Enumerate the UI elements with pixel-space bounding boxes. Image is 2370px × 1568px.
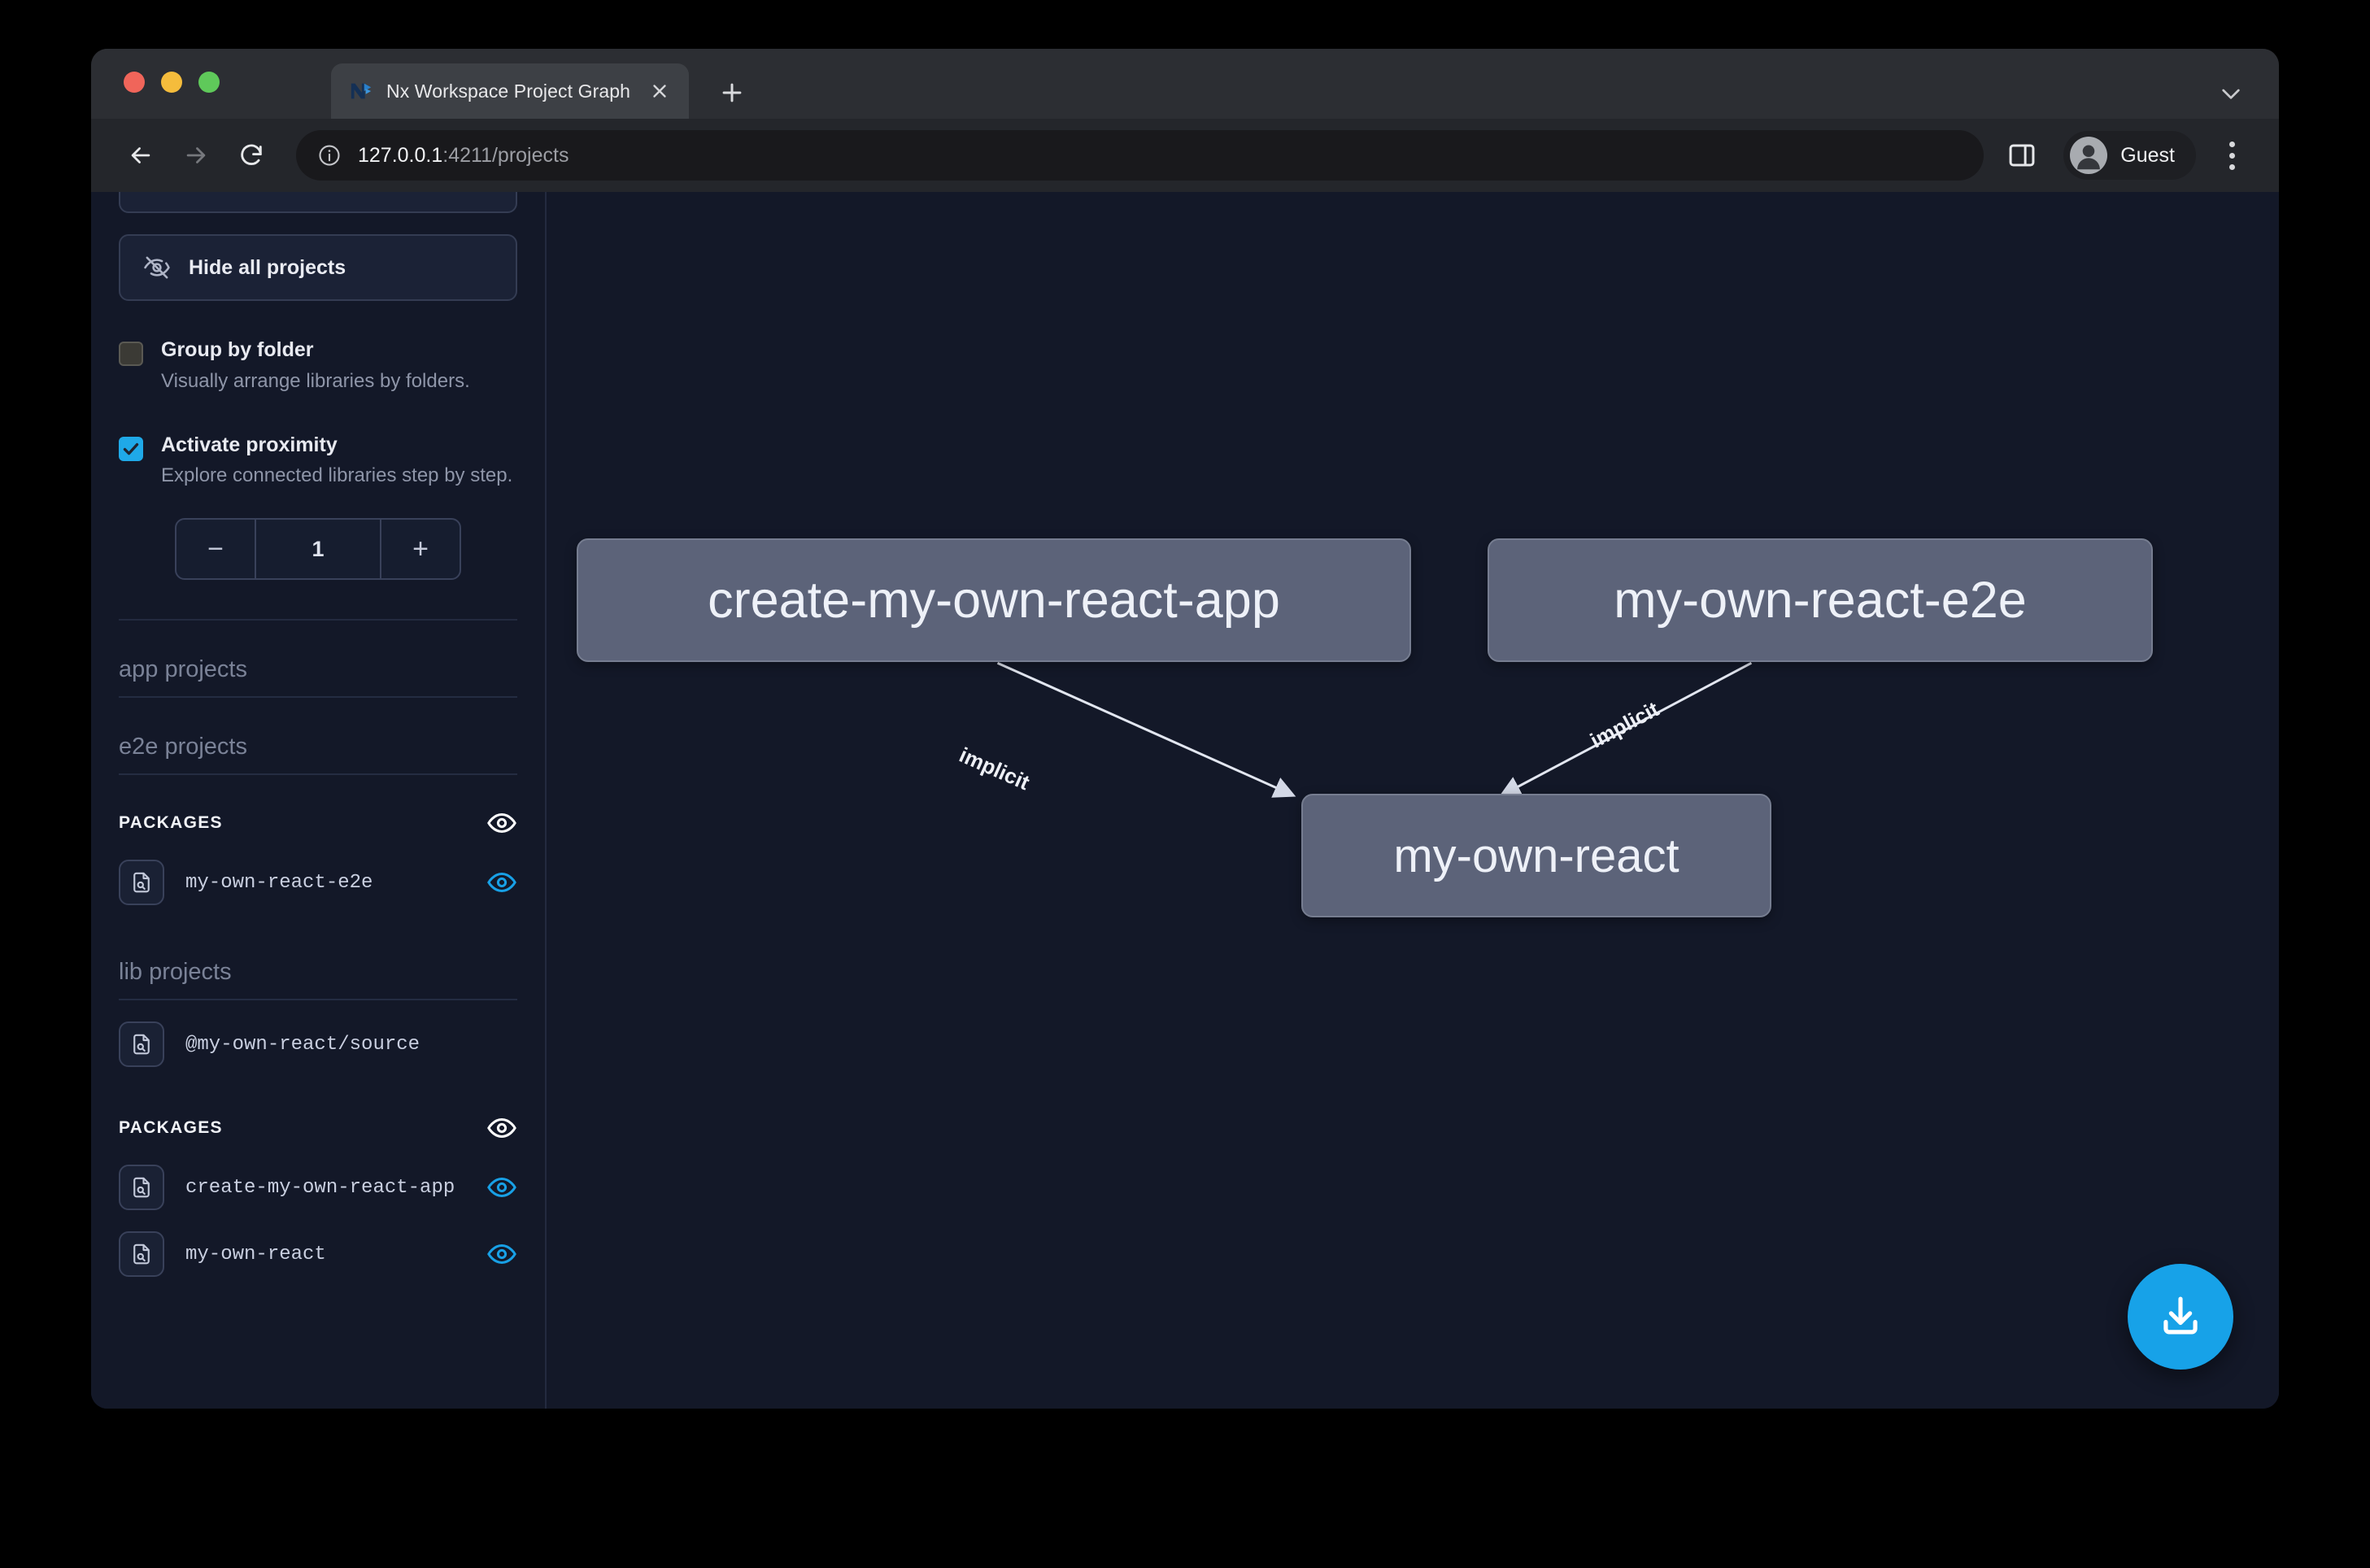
option-activate-proximity[interactable]: Activate proximity Explore connected lib… — [119, 432, 517, 491]
graph-edges — [996, 661, 1753, 798]
window-minimize-button[interactable] — [161, 72, 182, 93]
download-button[interactable] — [2128, 1264, 2233, 1370]
proximity-decrement-button[interactable]: − — [176, 520, 256, 579]
browser-tab[interactable]: Nx Workspace Project Graph — [331, 63, 689, 119]
section-heading-lib-projects: lib projects — [119, 923, 517, 1001]
activate-proximity-label: Activate proximity — [161, 433, 338, 456]
project-row[interactable]: my-own-react — [119, 1210, 517, 1278]
url-host: 127.0.0.1 — [358, 143, 443, 167]
proximity-stepper: − 1 + — [175, 518, 461, 581]
proximity-value: 1 — [311, 536, 325, 561]
back-arrow-icon[interactable] — [115, 130, 166, 181]
forward-arrow-icon[interactable] — [171, 130, 221, 181]
nx-logo-icon — [349, 79, 373, 103]
window-close-button[interactable] — [124, 72, 145, 93]
sidebar: Show all projects Hide all projects — [91, 192, 547, 1409]
info-circle-icon[interactable] — [317, 143, 342, 168]
browser-window: Nx Workspace Project Graph — [91, 49, 2279, 1409]
hide-all-projects-button[interactable]: Hide all projects — [119, 234, 517, 301]
three-dots-vertical-icon[interactable] — [2215, 134, 2248, 176]
eye-icon[interactable] — [486, 1172, 517, 1203]
project-row[interactable]: my-own-react-e2e — [119, 838, 517, 906]
project-graph-canvas[interactable]: implicit implicit create-my-own-react-ap… — [547, 192, 2279, 1409]
eye-off-icon — [143, 254, 171, 281]
side-panel-icon[interactable] — [2006, 140, 2037, 171]
packages-group-header[interactable]: PACKAGES — [119, 1067, 517, 1143]
sidebar-divider — [119, 619, 517, 621]
section-heading-e2e-projects: e2e projects — [119, 698, 517, 776]
edge-my-own-react-e2e-to-my-own-react — [1498, 661, 1753, 797]
group-by-folder-description: Visually arrange libraries by folders. — [161, 369, 470, 392]
chevron-down-icon[interactable] — [2217, 80, 2245, 107]
project-name: my-own-react-e2e — [185, 871, 373, 894]
address-bar[interactable]: 127.0.0.1:4211/projects — [296, 130, 1984, 181]
profile-button[interactable]: Guest — [2063, 131, 2196, 180]
proximity-increment-button[interactable]: + — [380, 520, 460, 579]
window-controls — [124, 72, 220, 93]
eye-icon — [143, 192, 171, 194]
option-group-by-folder[interactable]: Group by folder Visually arrange librari… — [119, 337, 517, 396]
eye-icon[interactable] — [486, 867, 517, 898]
project-row[interactable]: create-my-own-react-app — [119, 1143, 517, 1211]
hide-all-projects-label: Hide all projects — [189, 255, 346, 279]
browser-toolbar: 127.0.0.1:4211/projects Guest — [91, 119, 2279, 192]
project-name: create-my-own-react-app — [185, 1176, 455, 1199]
eye-icon[interactable] — [486, 808, 517, 838]
graph-node-create-my-own-react-app[interactable]: create-my-own-react-app — [577, 538, 1411, 662]
show-all-projects-button[interactable]: Show all projects — [119, 192, 517, 213]
project-name: my-own-react — [185, 1243, 326, 1265]
tab-strip: Nx Workspace Project Graph — [91, 49, 2279, 119]
profile-label: Guest — [2120, 143, 2175, 167]
download-icon — [2163, 1296, 2198, 1335]
file-search-icon — [119, 1231, 164, 1278]
activate-proximity-description: Explore connected libraries step by step… — [161, 464, 513, 487]
file-search-icon — [119, 1021, 164, 1068]
file-search-icon — [119, 1165, 164, 1211]
window-maximize-button[interactable] — [198, 72, 220, 93]
page-content: Show all projects Hide all projects — [91, 192, 2279, 1409]
activate-proximity-checkbox[interactable] — [119, 436, 143, 461]
group-by-folder-checkbox[interactable] — [119, 342, 143, 366]
eye-icon[interactable] — [486, 1113, 517, 1143]
close-icon[interactable] — [647, 78, 673, 104]
packages-label: PACKAGES — [119, 813, 223, 833]
project-name: @my-own-react/source — [185, 1033, 420, 1056]
file-search-icon — [119, 860, 164, 906]
section-heading-app-projects: app projects — [119, 621, 517, 699]
project-row[interactable]: @my-own-react/source — [119, 1000, 517, 1068]
plus-icon[interactable] — [717, 78, 747, 107]
packages-group-header[interactable]: PACKAGES — [119, 775, 517, 838]
graph-node-my-own-react[interactable]: my-own-react — [1301, 794, 1771, 917]
group-by-folder-label: Group by folder — [161, 338, 314, 361]
edge-create-my-own-react-app-to-my-own-react — [996, 661, 1296, 798]
url-path: :4211/projects — [442, 143, 569, 167]
eye-icon[interactable] — [486, 1239, 517, 1270]
tab-title: Nx Workspace Project Graph — [386, 80, 631, 102]
url-text: 127.0.0.1:4211/projects — [358, 144, 569, 168]
packages-label: PACKAGES — [119, 1118, 223, 1138]
reload-icon[interactable] — [226, 130, 277, 181]
graph-node-my-own-react-e2e[interactable]: my-own-react-e2e — [1488, 538, 2153, 662]
avatar-icon — [2070, 137, 2108, 174]
